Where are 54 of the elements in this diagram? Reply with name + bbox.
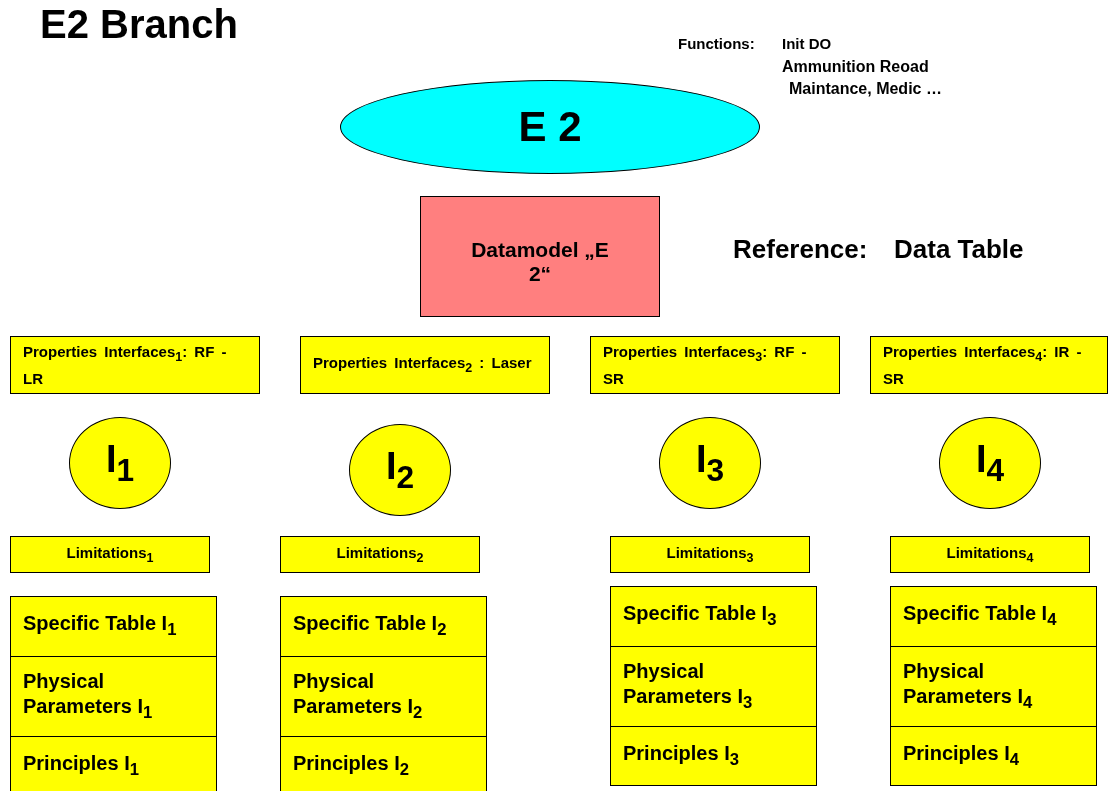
- node-text: Physical Parameters I$_{3}$: [623, 659, 753, 707]
- properties-box: [10, 336, 260, 394]
- node-text: Physical Parameters I$_{1}$: [23, 669, 153, 717]
- table-cell: [890, 586, 1097, 647]
- node-text: Specific Table I$_{4}$: [903, 602, 1057, 624]
- table-cell: [610, 586, 817, 647]
- node-text: Physical Parameters I$_{2}$: [293, 669, 423, 717]
- node-text: Limitations$_{1}$: [66, 544, 154, 561]
- node-text: Principles I$_{3}$: [623, 741, 739, 764]
- node-text: Properties Interfaces$_{3}$: RF - SR: [603, 343, 807, 387]
- node-text: I$_{3}$: [695, 437, 725, 480]
- node-text: I$_{4}$: [975, 437, 1005, 480]
- limitations-box: [890, 536, 1090, 573]
- table-cell: [610, 646, 817, 727]
- node-text: Physical Parameters I$_{4}$: [903, 659, 1033, 707]
- node-text: I$_{1}$: [105, 437, 135, 480]
- table-cell: [10, 656, 217, 737]
- properties-box: [300, 336, 550, 394]
- node-text: Specific Table I$_{3}$: [623, 602, 777, 624]
- limitations-box: [10, 536, 210, 573]
- table-cell: [890, 646, 1097, 727]
- table-cell: [610, 726, 817, 786]
- functions-note: Functions:: [678, 35, 755, 52]
- node-text: Limitations$_{3}$: [666, 544, 754, 561]
- table-cell: [890, 726, 1097, 786]
- limitations-box: [610, 536, 810, 573]
- table-cell: [280, 736, 487, 791]
- functions-note: Init DO: [782, 35, 832, 52]
- node-text: I$_{2}$: [385, 444, 415, 487]
- node-text: Principles I$_{4}$: [903, 741, 1019, 764]
- functions-note: Ammunition Reoad: [782, 58, 929, 76]
- node-text: Specific Table I$_{2}$: [293, 612, 447, 634]
- properties-box: [590, 336, 840, 394]
- node-text: Limitations$_{2}$: [336, 544, 424, 561]
- functions-note: Maintance, Medic …: [789, 80, 942, 98]
- node-text: Limitations$_{4}$: [946, 544, 1034, 561]
- table-cell: [280, 596, 487, 657]
- table-cell: [10, 736, 217, 791]
- diagram-title: E2 Branch: [40, 2, 238, 47]
- table-cell: [280, 656, 487, 737]
- node-text: Principles I$_{1}$: [23, 751, 139, 774]
- node-text: E 2: [518, 103, 582, 150]
- reference-note: Reference:: [733, 234, 868, 265]
- limitations-box: [280, 536, 480, 573]
- node-text: Properties Interfaces$_{1}$: RF - LR: [23, 343, 227, 387]
- node-text: Properties Interfaces$_{4}$: IR - SR: [883, 343, 1082, 387]
- properties-box: [870, 336, 1108, 394]
- node-text: Principles I$_{2}$: [293, 751, 409, 774]
- node-text: Properties Interfaces$_{2}$ : Laser: [313, 353, 532, 371]
- table-cell: [10, 596, 217, 657]
- model-box: [420, 196, 660, 317]
- node-text: Datamodel „E 2“: [471, 237, 609, 285]
- reference-note: Data Table: [894, 234, 1024, 265]
- node-text: Specific Table I$_{1}$: [23, 612, 177, 634]
